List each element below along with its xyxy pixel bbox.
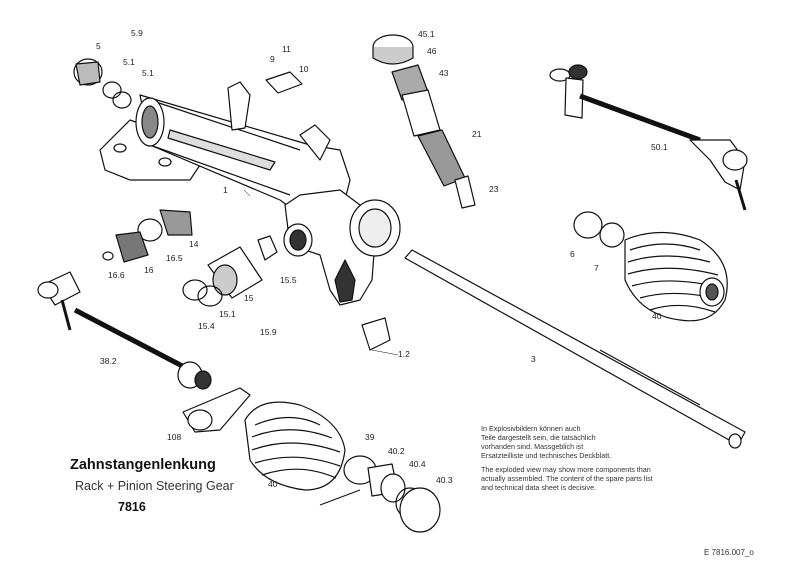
callout-40-left: 40: [268, 479, 278, 489]
note-german: In Explosivbildern können auch Teile dar…: [481, 424, 726, 460]
adjuster-parts: [102, 209, 193, 263]
callout-15: 15: [244, 293, 254, 303]
callout-15-9: 15.9: [260, 327, 277, 337]
callout-45-1: 45.1: [418, 29, 435, 39]
rack-bushing: [361, 317, 391, 351]
leader-lines: [243, 189, 399, 356]
note-german-line: Ersatzteilliste und technisches Deckblat…: [481, 451, 612, 460]
callout-50-1: 50.1: [651, 142, 668, 152]
callout-15-5: 15.5: [280, 275, 297, 285]
callout-11: 11: [282, 44, 291, 54]
callout-38-2: 38.2: [100, 356, 117, 366]
note-german-line: In Explosivbildern können auch: [481, 424, 581, 433]
note-german-line: vorhanden sind. Massgeblich ist: [481, 442, 584, 451]
tie-rod-right: [549, 64, 748, 211]
callout-43: 43: [439, 68, 449, 78]
callout-15-1: 15.1: [219, 309, 236, 319]
note-english-line: The exploded view may show more componen…: [481, 465, 651, 474]
tie-rod-left: [37, 271, 212, 390]
callout-6: 6: [570, 249, 575, 259]
pinion-cap: [73, 58, 132, 109]
title-english: Rack + Pinion Steering Gear: [75, 479, 234, 493]
callout-40-3: 40.3: [436, 475, 453, 485]
callout-10: 10: [299, 64, 309, 74]
callout-39: 39: [365, 432, 375, 442]
callout-5-1-b: 5.1: [142, 68, 154, 78]
note-english-line: actually assembled. The content of the s…: [481, 474, 653, 483]
note-german-line: Teile dargestellt sein, die tatsächlich: [481, 433, 596, 442]
callout-1-2: 1.2: [398, 349, 410, 359]
drawing-reference: E 7816.007_o: [704, 548, 754, 557]
bellows-boot-right: [624, 231, 728, 322]
callout-40-2: 40.2: [388, 446, 405, 456]
callout-21: 21: [472, 129, 482, 139]
pinion-shaft: [372, 34, 476, 209]
steering-housing: [99, 81, 401, 306]
callout-16-5: 16.5: [166, 253, 183, 263]
callout-16-6: 16.6: [108, 270, 125, 280]
callout-15-4: 15.4: [198, 321, 215, 331]
callout-108: 108: [167, 432, 182, 442]
callout-40: 40: [652, 311, 662, 321]
callout-1: 1: [223, 185, 228, 195]
callout-7: 7: [594, 263, 599, 273]
callout-5-1: 5.1: [123, 57, 135, 67]
callout-5-9: 5.9: [131, 28, 143, 38]
callout-3: 3: [531, 354, 536, 364]
seal-plate: [265, 71, 303, 94]
boot-clamps-right: [573, 211, 625, 248]
steering-rack: [404, 249, 746, 449]
boot-hardware-left: [343, 455, 441, 533]
callout-5: 5: [96, 41, 101, 51]
callout-9: 9: [270, 54, 275, 64]
callout-23: 23: [489, 184, 499, 194]
title-german: Zahnstangenlenkung: [70, 457, 216, 473]
drawing-code: 7816: [118, 500, 146, 514]
callout-14: 14: [189, 239, 199, 249]
note-english-line: and technical data sheet is decisive.: [481, 483, 597, 492]
callout-46: 46: [427, 46, 437, 56]
note-english: The exploded view may show more componen…: [481, 465, 726, 492]
callout-40-4: 40.4: [409, 459, 426, 469]
thrust-yoke: [182, 235, 278, 307]
bellows-boot-left: [244, 401, 361, 506]
callout-16: 16: [144, 265, 154, 275]
